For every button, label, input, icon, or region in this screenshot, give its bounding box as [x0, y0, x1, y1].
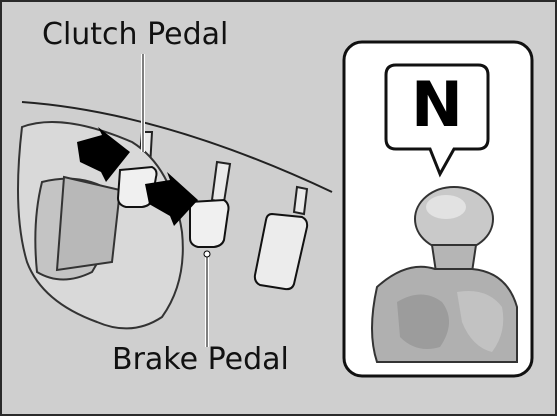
- clutch-pad: [116, 165, 158, 208]
- accelerator-arm: [292, 185, 309, 216]
- dashboard-edge: [21, 101, 333, 193]
- gear-indicator-box: [384, 63, 490, 178]
- gear-shift-knob-icon: [371, 186, 518, 363]
- brake-pedal-label: Brake Pedal: [112, 342, 289, 377]
- clutch-pedal-label: Clutch Pedal: [42, 17, 229, 52]
- brake-pad: [189, 198, 230, 248]
- brake-arm: [210, 160, 232, 204]
- arrow-icon: [77, 127, 130, 182]
- accelerator-pad: [253, 212, 309, 291]
- gear-position-letter: N: [411, 68, 463, 141]
- arrow-icon: [145, 172, 198, 226]
